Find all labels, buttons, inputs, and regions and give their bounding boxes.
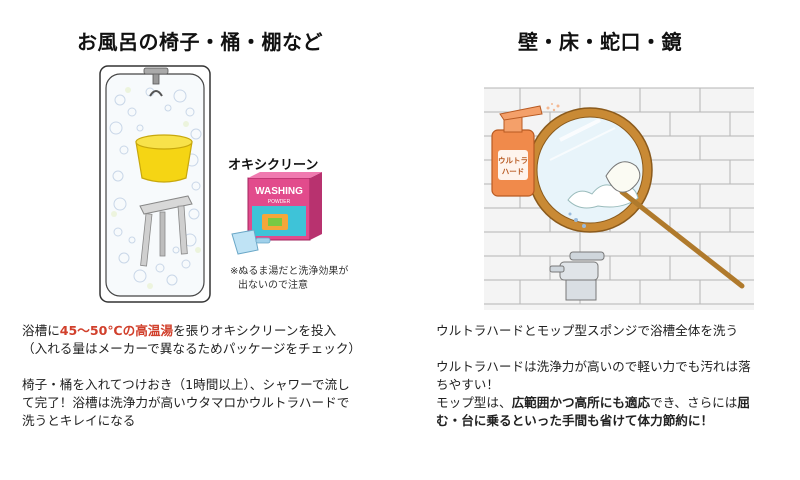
para3-bold: 広範囲かつ高所にも適応 (511, 395, 651, 410)
oxiclean-label: オキシクリーン (228, 158, 319, 173)
left-para1-line1: 浴槽に45～50℃の高温湯を張りオキシクリーンを投入 (22, 322, 392, 340)
left-para2-line3: 洗うとキレイになる (22, 413, 136, 428)
bathtub-illustration: WASHING POWDER (99, 65, 322, 303)
right-para2-line2: ちやすい！ (436, 377, 499, 392)
right-para2-line1: ウルトラハードは洗浄力が高いので軽い力でも汚れは落 (436, 359, 751, 374)
box-subtitle: POWDER (268, 199, 291, 205)
note-line-2: 出ないので注意 (238, 280, 308, 291)
para3-bold2: 屈 (737, 395, 750, 410)
para1-post: を張りオキシクリーンを投入 (173, 323, 337, 338)
right-title: 壁・床・蛇口・鏡 (518, 30, 682, 54)
right-description: ウルトラハードとモップ型スポンジで浴槽全体を洗う ウルトラハードは洗浄力が高いの… (436, 322, 794, 430)
temperature-highlight: 45～50℃の高温湯 (59, 323, 174, 338)
para3-pre: モップ型は、 (436, 395, 512, 410)
wall-cleaning-illustration: ウルトラ ハード (484, 87, 754, 310)
para3-mid: でき、さらには (650, 395, 738, 410)
left-para1-line2: （入れる量はメーカーで異なるためパッケージをチェック） (22, 341, 362, 356)
left-panel: お風呂の椅子・桶・棚など (22, 30, 392, 430)
warning-note: ※ぬるま湯だと洗浄効果が 出ないので注意 (230, 265, 348, 293)
right-para3-line2: む・台に乗るといった手間も省けて体力節約に！ (436, 413, 714, 428)
para1-pre: 浴槽に (22, 323, 60, 338)
left-title: お風呂の椅子・桶・棚など (77, 30, 323, 54)
left-para2-line2: て完了！浴槽は洗浄力が高いウタマロかウルトラハードで (22, 395, 350, 410)
left-para2-line1: 椅子・桶を入れてつけおき（1時間以上）、シャワーで流し (22, 377, 350, 392)
right-para1: ウルトラハードとモップ型スポンジで浴槽全体を洗う (436, 323, 739, 338)
right-panel: 壁・床・蛇口・鏡 (400, 0, 800, 480)
bottle-label-1: ウルトラ (498, 156, 528, 165)
note-line-1: ※ぬるま湯だと洗浄効果が (230, 266, 349, 277)
left-description: 浴槽に45～50℃の高温湯を張りオキシクリーンを投入 （入れる量はメーカーで異な… (22, 322, 392, 430)
right-para3-line1: モップ型は、広範囲かつ高所にも適応でき、さらには屈 (436, 394, 794, 412)
box-title: WASHING (255, 186, 303, 197)
bottle-label-2: ハード (502, 167, 525, 176)
